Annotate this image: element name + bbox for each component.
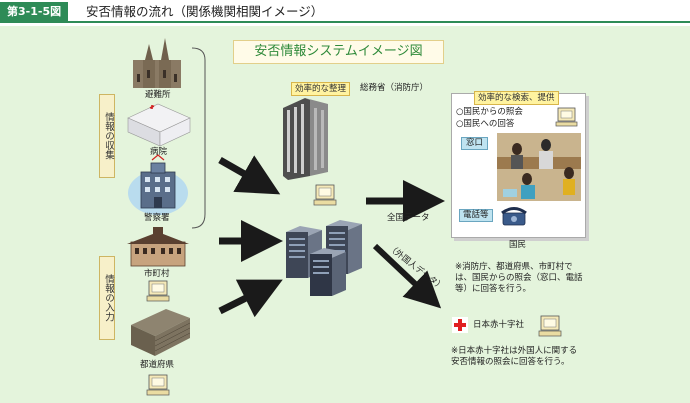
citizen-label: 国民 bbox=[509, 240, 527, 250]
police-station-icon bbox=[128, 154, 188, 215]
figure-number: 第3-1-5図 bbox=[0, 2, 69, 21]
cathedral-icon bbox=[133, 38, 181, 88]
header-rule bbox=[0, 21, 690, 23]
counter-scene-icon bbox=[497, 133, 581, 201]
red-cross-label: 日本赤十字社 bbox=[473, 320, 525, 330]
figure-header: 第3-1-5図 安否情報の流れ（関係機関相関イメージ） bbox=[0, 0, 690, 26]
citizen-line-inquiry: ○国民からの照会 bbox=[456, 107, 523, 117]
shelter-label: 避難所 bbox=[145, 90, 171, 100]
computer-icon bbox=[555, 107, 578, 127]
window-service-label: 窓口 bbox=[461, 137, 489, 150]
citizen-line-answer: ○国民への回答 bbox=[456, 119, 515, 129]
hospital-icon bbox=[127, 103, 191, 147]
input-label: 情報の入力 bbox=[99, 256, 115, 340]
municipality-label: 市町村 bbox=[144, 269, 170, 279]
red-cross-note: ※日本赤十字社は外国人に関する安否情報の照会に回答を行う。 bbox=[451, 346, 578, 367]
computer-icon bbox=[146, 374, 170, 396]
prefecture-label: 都道府県 bbox=[140, 360, 175, 370]
computer-icon bbox=[538, 315, 562, 337]
red-cross-icon bbox=[452, 317, 468, 333]
citizen-tag: 効率的な検索、提供 bbox=[474, 91, 559, 105]
fdma-tower-icon bbox=[283, 98, 328, 180]
arrow-collection-to-fdma bbox=[218, 155, 281, 195]
police-label: 警察署 bbox=[144, 213, 170, 223]
system-banner: 安否情報システムイメージ図 bbox=[233, 40, 444, 64]
office-building-icon bbox=[131, 309, 191, 356]
fdma-tag: 効率的な整理 bbox=[291, 82, 351, 96]
arrow-to-red-cross bbox=[372, 243, 442, 309]
figure-title: 安否情報の流れ（関係機関相関イメージ） bbox=[86, 4, 324, 19]
collection-bracket bbox=[191, 47, 206, 229]
phone-service-label: 電話等 bbox=[459, 209, 493, 222]
town-hall-icon bbox=[127, 227, 189, 267]
collection-label: 情報の収集 bbox=[99, 94, 115, 178]
arrow-prefecture-to-server bbox=[218, 279, 283, 318]
national-data-label: 全国データ bbox=[387, 213, 430, 223]
computer-icon bbox=[313, 184, 337, 206]
citizen-note: ※消防庁、都道府県、市町村では、国民からの照会（窓口、電話等）に回答を行う。 bbox=[455, 262, 583, 294]
hospital-label: 病院 bbox=[150, 147, 168, 157]
computer-icon bbox=[146, 280, 170, 302]
fdma-name: 総務省（消防庁） bbox=[360, 83, 429, 93]
server-icon bbox=[286, 220, 362, 296]
telephone-icon bbox=[501, 207, 527, 226]
citizen-illustration bbox=[497, 107, 581, 226]
